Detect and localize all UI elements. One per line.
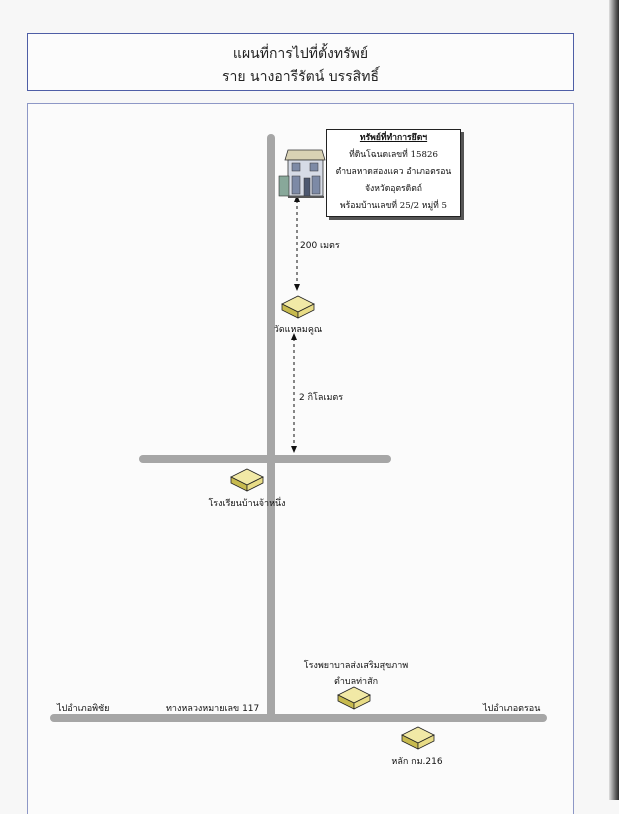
property-province-line: จังหวัดอุตรดิตถ์: [364, 184, 423, 194]
right-direction-label: ไปอำเภอตรอน: [483, 704, 541, 714]
hospital-label-line2: ตำบลท่าสัก: [333, 677, 379, 687]
house-icon: [278, 149, 326, 198]
distance-arrow-upper: [294, 195, 300, 291]
temple-landmark-icon: [281, 295, 315, 319]
temple-label: วัดแหลมคูณ: [273, 325, 323, 335]
property-heading: ทรัพย์ที่ทำการยึดฯ: [359, 133, 428, 143]
school-landmark-icon: [230, 468, 264, 492]
km-post-label: หลัก กม.216: [391, 757, 443, 767]
school-label: โรงเรียนบ้านจ้าหนึ่ง: [208, 499, 286, 509]
hospital-landmark-icon: [337, 686, 371, 710]
km-post-landmark-icon: [401, 726, 435, 750]
highway-route-label: ทางหลวงหมายเลข 117: [166, 704, 260, 714]
title-line-1: แผนที่การไปที่ตั้งทรัพย์: [232, 46, 369, 62]
property-info-box: ทรัพย์ที่ทำการยึดฯ ที่ดินโฉนดเลขที่ 1582…: [326, 129, 461, 217]
distance-label-upper: 200 เมตร: [300, 241, 340, 251]
property-house-line: พร้อมบ้านเลขที่ 25/2 หมู่ที่ 5: [340, 201, 447, 211]
distance-label-lower: 2 กิโลเมตร: [299, 393, 344, 403]
property-deed-line: ที่ดินโฉนดเลขที่ 15826: [349, 150, 438, 160]
title-line-2: ราย นางอารีรัตน์ บรรสิทธิ์: [222, 69, 379, 85]
hospital-label-line1: โรงพยาบาลส่งเสริมสุขภาพ: [303, 661, 409, 671]
distance-arrow-lower: [291, 333, 297, 453]
title-box: แผนที่การไปที่ตั้งทรัพย์ ราย นางอารีรัตน…: [27, 33, 574, 91]
left-direction-label: ไปอำเภอพิชัย: [57, 704, 110, 714]
property-subdistrict-line: ตำบลหาดสองแคว อำเภอตรอน: [335, 167, 452, 177]
scan-edge: [609, 0, 619, 800]
